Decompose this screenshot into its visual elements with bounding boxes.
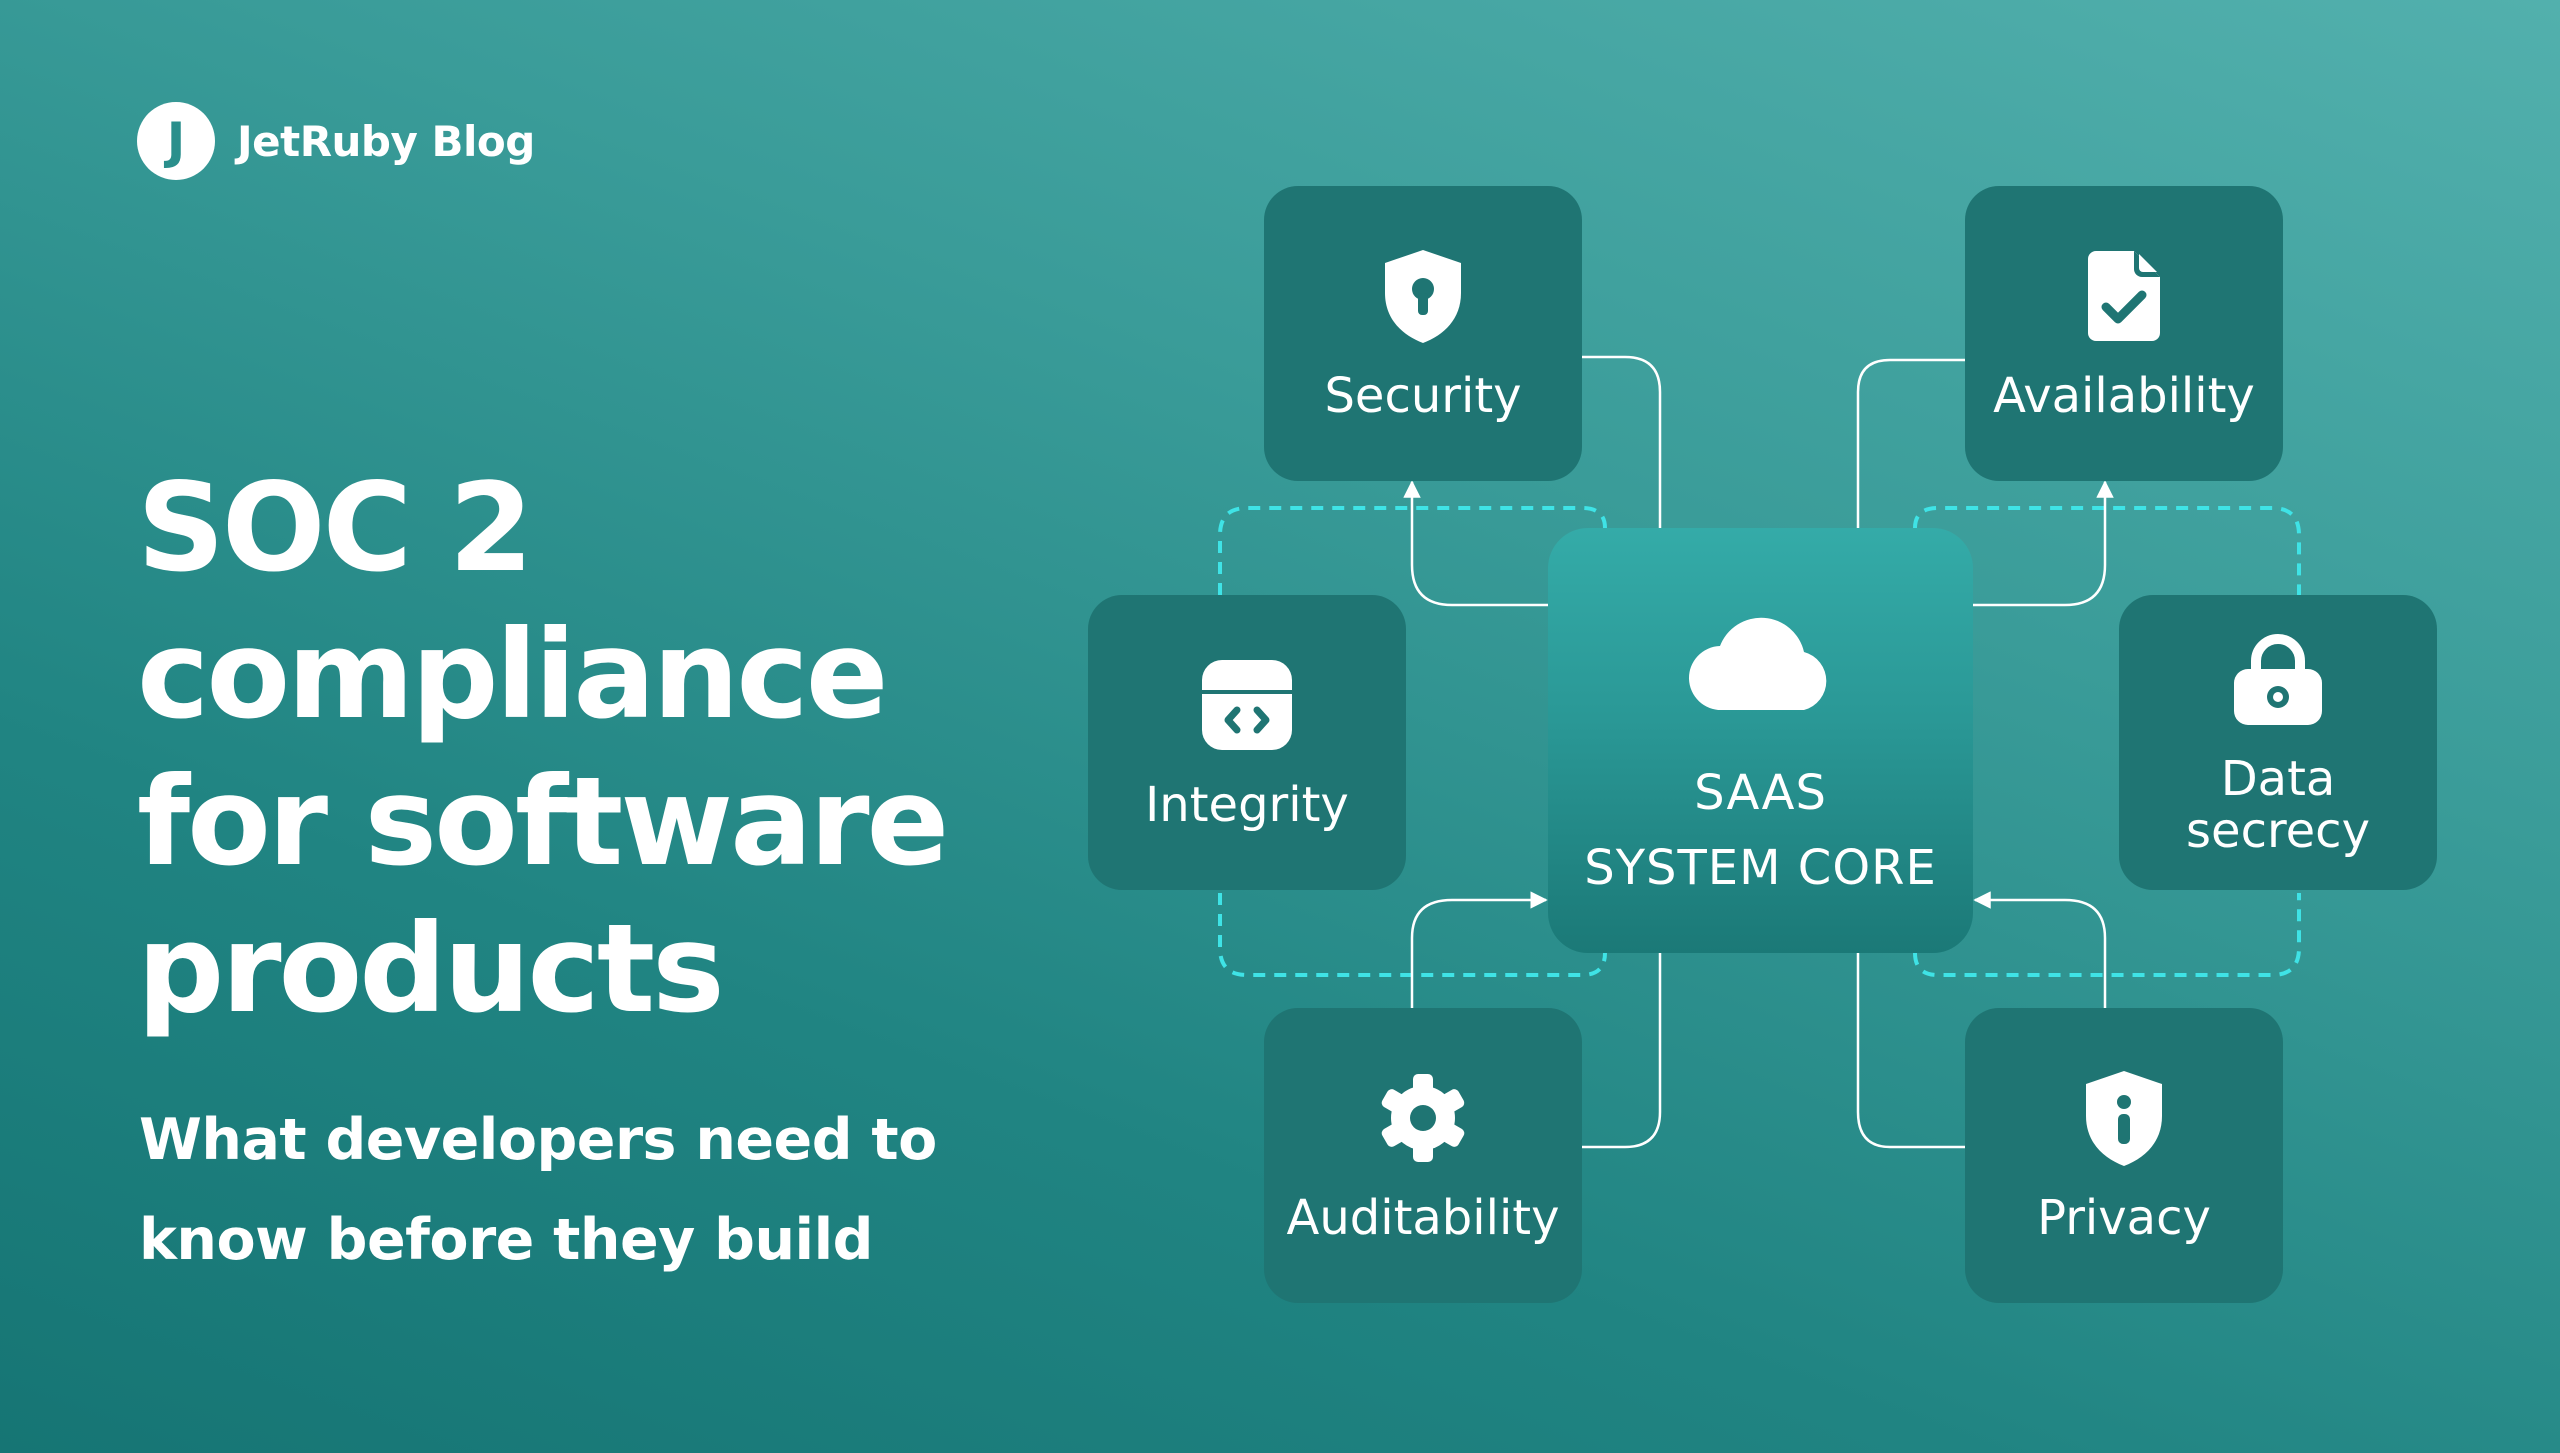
privacy-label: Privacy <box>2037 1189 2211 1246</box>
auditability-card: Auditability <box>1264 1008 1582 1303</box>
title-line: compliance <box>137 604 888 746</box>
arrow-auditability-to-core <box>1410 891 1548 1008</box>
core-label: SAAS SYSTEM CORE <box>1584 765 1937 896</box>
security-card: Security <box>1264 186 1582 481</box>
brand-name: JetRuby Blog <box>237 116 535 166</box>
subtitle-line: know before they build <box>139 1207 873 1273</box>
auditability-label: Auditability <box>1286 1189 1560 1246</box>
privacy-card: Privacy <box>1965 1008 2283 1303</box>
subtitle: What developers need to know before they… <box>139 1090 937 1290</box>
availability-card: Availability <box>1965 186 2283 481</box>
title-line: products <box>137 898 725 1040</box>
shield-keyhole-icon <box>1373 246 1473 346</box>
cloud-icon <box>1686 606 1836 726</box>
dashed-connector-bottom-left <box>1218 893 1607 977</box>
data-secrecy-card: Data secrecy <box>2119 595 2437 890</box>
connector-auditability <box>1582 953 1662 1149</box>
dashed-connector-top-right <box>1913 506 2301 595</box>
code-window-icon <box>1197 655 1297 755</box>
availability-label: Availability <box>1993 367 2255 424</box>
integrity-label: Integrity <box>1145 776 1349 833</box>
arrow-privacy-to-core <box>1973 891 2107 1008</box>
data-secrecy-label: Data secrecy <box>2186 750 2370 859</box>
integrity-card: Integrity <box>1088 595 1406 890</box>
page-title: SOC 2 compliance for software products <box>137 455 949 1043</box>
security-label: Security <box>1324 367 1522 424</box>
gear-icon <box>1373 1068 1473 1168</box>
saas-system-core: SAAS SYSTEM CORE <box>1548 528 1973 953</box>
connector-privacy <box>1856 953 1965 1149</box>
jetruby-logo-icon: J <box>137 102 215 180</box>
subtitle-line: What developers need to <box>139 1107 937 1173</box>
arrow-core-to-security <box>1403 480 1548 607</box>
document-check-icon <box>2074 246 2174 346</box>
arrow-core-to-availability <box>1973 480 2114 607</box>
connector-availability <box>1856 358 1965 528</box>
padlock-icon <box>2228 629 2328 729</box>
brand-logo: J JetRuby Blog <box>137 102 535 180</box>
title-line: SOC 2 <box>137 457 533 599</box>
connector-security <box>1582 355 1662 528</box>
title-line: for software <box>137 751 949 893</box>
shield-info-icon <box>2074 1068 2174 1168</box>
dashed-connector-bottom-right <box>1913 893 2301 977</box>
dashed-connector-top-left <box>1218 506 1607 595</box>
